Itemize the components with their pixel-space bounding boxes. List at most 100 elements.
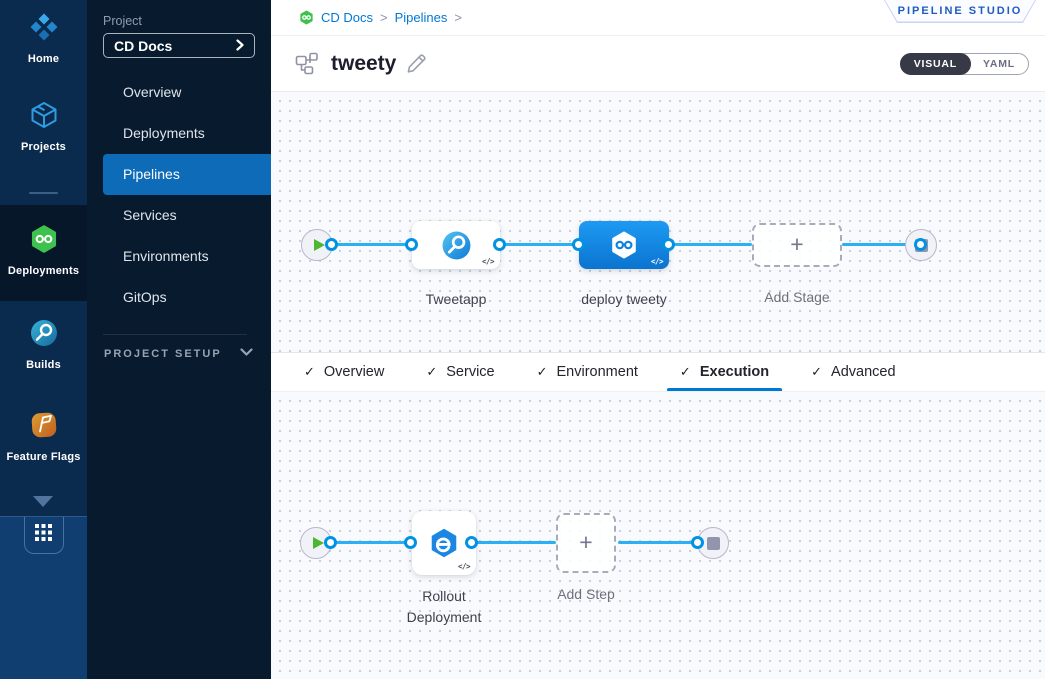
stop-icon [706, 536, 720, 550]
view-toggle: VISUAL YAML [899, 52, 1029, 75]
visual-toggle-button[interactable]: VISUAL [899, 52, 972, 75]
play-icon [313, 239, 325, 251]
all-modules-button[interactable] [23, 517, 64, 554]
step-label-rollout-deployment: Rollout Deployment [406, 588, 482, 625]
tab-environment[interactable]: ✓ Environment [516, 353, 659, 391]
yaml-toggle-button[interactable]: YAML [983, 57, 1015, 70]
rail-bottom-section [0, 516, 87, 679]
yaml-code-badge: </> [457, 562, 471, 571]
edit-pencil-icon[interactable] [406, 53, 427, 74]
sidebar-item-deployments[interactable]: Deployments [123, 125, 205, 141]
edge [500, 243, 579, 246]
breadcrumb-project-link[interactable]: CD Docs [321, 10, 374, 25]
add-stage-button[interactable]: + [752, 223, 842, 267]
tab-advanced[interactable]: ✓ Advanced [790, 353, 916, 391]
apps-grid-icon [35, 524, 52, 546]
check-icon: ✓ [536, 364, 548, 379]
stage-canvas[interactable]: </> </> + Tweetapp deploy tweety A [271, 92, 1045, 352]
ci-stage-icon [441, 230, 472, 261]
rail-item-label: Home [27, 53, 60, 65]
rail-item-deployments[interactable]: Deployments [0, 224, 87, 277]
tab-label: Environment [556, 364, 638, 380]
project-sidebar: Project CD Docs Overview Deployments Pip… [87, 0, 271, 679]
connector-port[interactable] [493, 238, 506, 251]
stage-node-tweetapp[interactable]: </> [412, 221, 500, 269]
edge [472, 541, 556, 544]
home-icon [29, 12, 59, 47]
pipeline-studio-banner-label: PIPELINE STUDIO [885, 0, 1035, 22]
builds-ci-icon [29, 318, 59, 353]
edge [669, 243, 752, 246]
project-setup-label: PROJECT SETUP [104, 348, 222, 360]
sidebar-divider [103, 334, 247, 335]
cd-stage-icon [609, 230, 639, 260]
rail-item-label: Feature Flags [6, 451, 81, 463]
rail-selected-highlight [0, 205, 87, 301]
tab-label: Service [446, 364, 495, 380]
play-icon [312, 537, 324, 549]
projects-icon [29, 100, 59, 135]
tab-overview[interactable]: ✓ Overview [283, 353, 405, 391]
sidebar-item-services[interactable]: Services [123, 207, 177, 223]
stage-label-deploy-tweety: deploy tweety [581, 291, 667, 307]
pipeline-studio-banner: PIPELINE STUDIO [884, 0, 1036, 23]
stage-label-tweetapp: Tweetapp [425, 291, 487, 307]
rail-item-home[interactable]: Home [0, 12, 87, 65]
sidebar-item-pipelines[interactable]: Pipelines [103, 154, 271, 195]
connector-port[interactable] [572, 238, 585, 251]
connector-port[interactable] [325, 238, 338, 251]
breadcrumb-pipelines-link[interactable]: Pipelines [394, 10, 448, 25]
add-step-label: Add Step [557, 586, 615, 602]
pipeline-flowchart-icon [295, 52, 321, 75]
rail-item-label: Projects [20, 141, 66, 153]
project-label: Project [103, 14, 142, 28]
connector-port[interactable] [691, 536, 704, 549]
pipeline-studio-main: PIPELINE STUDIO CD Docs > Pipelines > tw… [271, 0, 1045, 679]
rail-divider [29, 192, 58, 194]
tab-label: Overview [323, 364, 385, 380]
pipeline-header: tweety VISUAL YAML [271, 36, 1045, 92]
stage-node-deploy-tweety[interactable]: </> [579, 221, 669, 269]
connector-port[interactable] [404, 536, 417, 549]
edge [618, 541, 698, 544]
connector-port[interactable] [914, 238, 927, 251]
breadcrumb-separator: > [454, 10, 462, 25]
sidebar-item-environments[interactable]: Environments [123, 248, 209, 264]
module-rail: Home Projects Deployments [0, 0, 87, 679]
edge [331, 541, 411, 544]
sidebar-item-gitops[interactable]: GitOps [123, 289, 167, 305]
connector-port[interactable] [662, 238, 675, 251]
project-selector[interactable]: CD Docs [103, 33, 255, 58]
add-stage-label: Add Stage [764, 289, 830, 305]
yaml-code-badge: </> [650, 257, 664, 266]
edge [842, 243, 921, 246]
chevron-down-icon [240, 348, 253, 360]
rail-more-chevron-down-icon[interactable] [33, 496, 53, 507]
project-selector-value: CD Docs [114, 37, 173, 54]
check-icon: ✓ [811, 364, 823, 379]
tab-service[interactable]: ✓ Service [405, 353, 515, 391]
add-step-button[interactable]: + [556, 513, 616, 573]
rail-item-feature-flags[interactable]: Feature Flags [0, 410, 87, 463]
pipeline-title: tweety [331, 51, 397, 75]
breadcrumb-separator: > [380, 10, 388, 25]
deployments-cd-icon [29, 224, 59, 259]
tab-execution[interactable]: ✓ Execution [659, 353, 790, 391]
connector-port[interactable] [324, 536, 337, 549]
yaml-code-badge: </> [481, 257, 495, 266]
plus-icon: + [579, 528, 593, 555]
tab-label: Execution [699, 364, 770, 380]
execution-canvas[interactable]: </> + Rollout Deployment Add Step [271, 392, 1045, 679]
connector-port[interactable] [465, 536, 478, 549]
tab-label: Advanced [831, 364, 896, 380]
check-icon: ✓ [426, 364, 438, 379]
breadcrumb: CD Docs > Pipelines > [271, 0, 1045, 36]
sidebar-item-overview[interactable]: Overview [123, 84, 182, 100]
project-setup-toggle[interactable]: PROJECT SETUP [104, 348, 253, 360]
plus-icon: + [790, 230, 804, 257]
connector-port[interactable] [405, 238, 418, 251]
rail-item-projects[interactable]: Projects [0, 100, 87, 153]
rail-item-label: Deployments [7, 265, 80, 277]
edge [332, 243, 412, 246]
rail-item-builds[interactable]: Builds [0, 318, 87, 371]
